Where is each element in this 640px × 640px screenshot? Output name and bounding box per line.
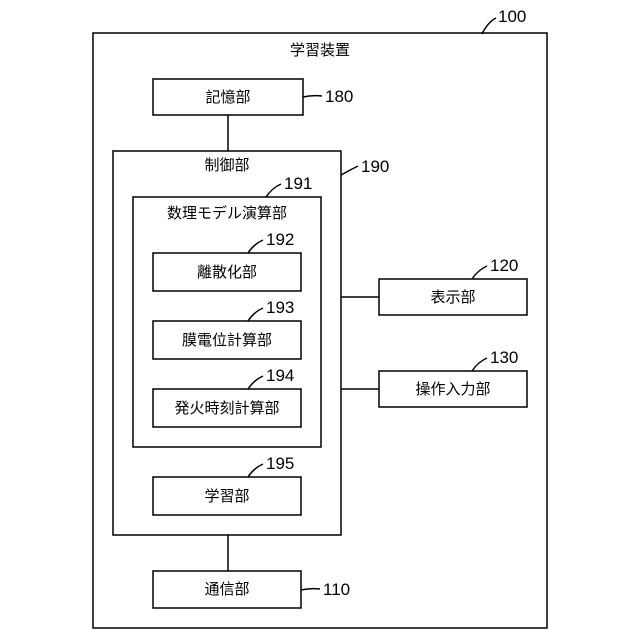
membrane-potential-label: 膜電位計算部 [182,333,272,348]
discretization-label: 離散化部 [197,265,257,280]
learning-label: 学習部 [204,489,249,504]
model-calc-ref: 191 [284,175,312,192]
display-ref: 120 [490,257,518,274]
discretization-ref: 192 [266,231,294,248]
display-label: 表示部 [430,290,475,305]
communication-ref: 110 [323,581,350,598]
membrane-potential-ref: 193 [266,299,294,316]
leader-180 [303,96,322,97]
operation-input-label: 操作入力部 [415,382,490,397]
model-calc-label: 数理モデル演算部 [167,206,287,221]
firing-time-ref: 194 [266,367,294,384]
control-label: 制御部 [204,158,249,173]
device-box [93,33,547,628]
leader-195 [248,464,263,477]
device-ref: 100 [498,8,526,25]
storage-ref: 180 [325,88,353,105]
device-title: 学習装置 [290,43,350,58]
leader-120 [472,266,487,279]
leader-193 [248,308,263,321]
leader-110 [301,589,320,590]
control-ref: 190 [361,158,389,175]
leader-192 [248,240,263,253]
leader-100 [482,18,496,34]
storage-label: 記憶部 [205,90,250,105]
leader-194 [248,376,263,389]
leader-191 [266,184,281,197]
communication-label: 通信部 [204,582,249,597]
operation-input-ref: 130 [490,349,518,366]
learning-ref: 195 [266,455,294,472]
leader-130 [472,358,487,371]
firing-time-label: 発火時刻計算部 [174,401,279,416]
leader-190 [341,166,358,175]
